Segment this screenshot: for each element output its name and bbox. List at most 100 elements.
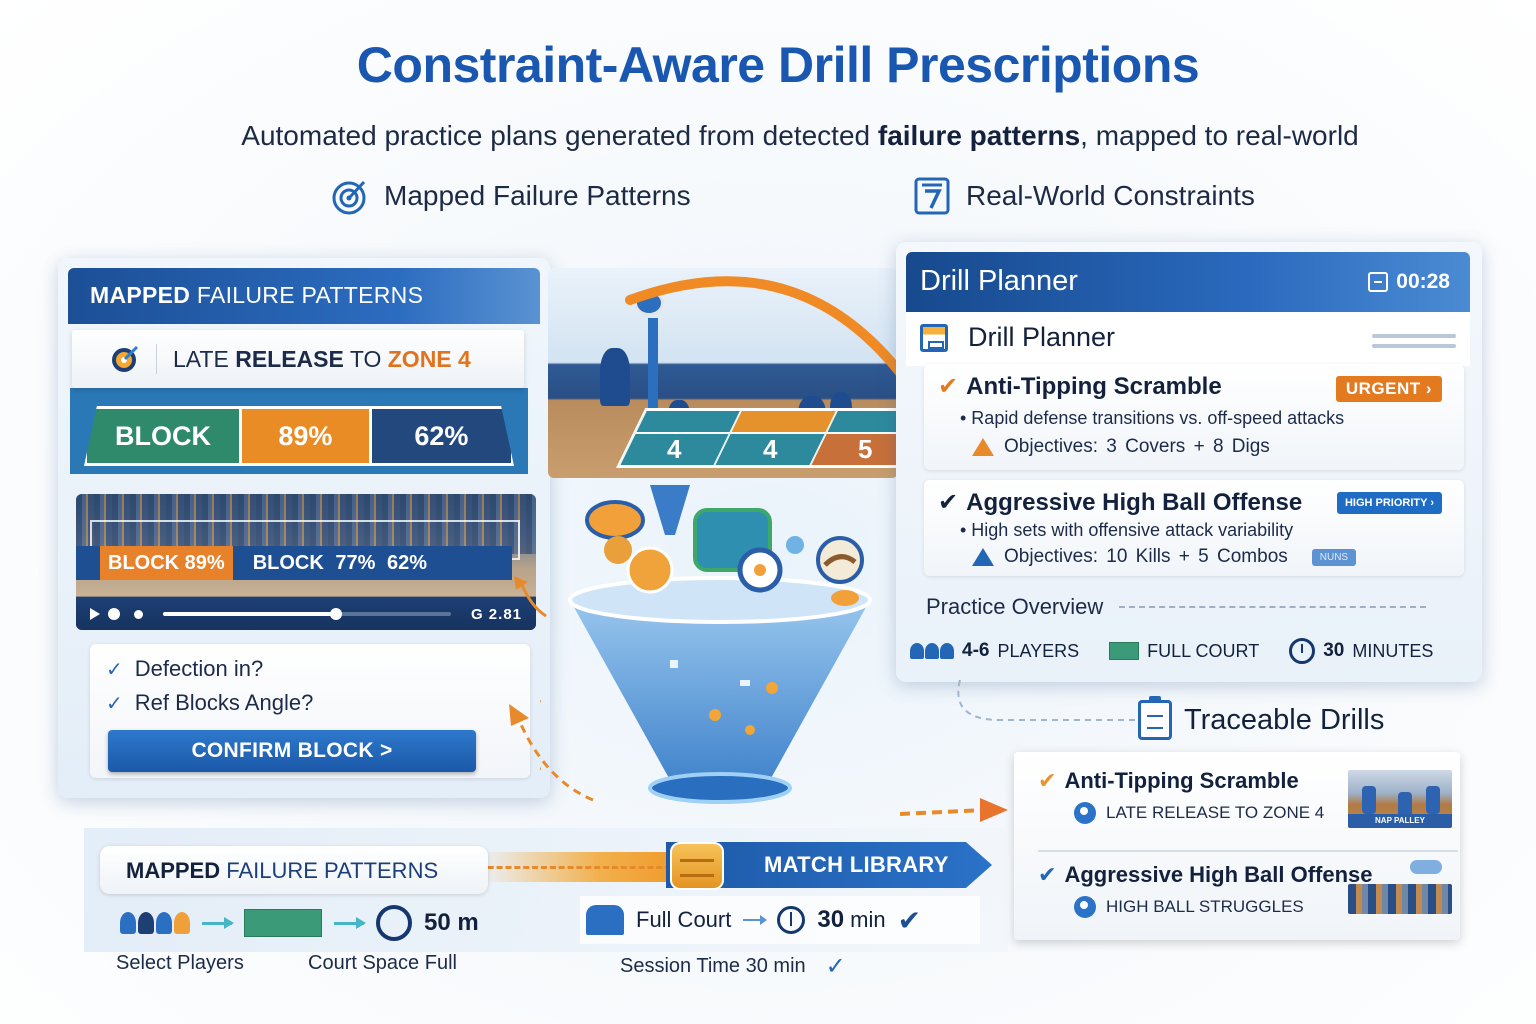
pattern-mid: TO [343, 345, 388, 372]
confirm-block-button[interactable]: CONFIRM BLOCK > [108, 730, 476, 772]
full-court-label: Full Court [636, 907, 732, 932]
traceable-drills-title: Traceable Drills [1184, 703, 1385, 736]
objectives-text: Objectives: 3 Covers + 8 Digs [1004, 436, 1270, 457]
thumbnail-caption: NAP PALLEY [1348, 814, 1452, 828]
zone-number: 4 [762, 434, 778, 464]
objective-icon [972, 438, 994, 456]
pattern-zone: ZONE 4 [387, 345, 471, 372]
constraint-doc-icon [914, 177, 950, 215]
data-funnel-illustration [540, 485, 872, 804]
divider [156, 344, 157, 374]
failure-pattern-text: LATE RELEASE TO ZONE 4 [173, 346, 471, 373]
minutes-value: 30 [1323, 640, 1345, 661]
panel-header: MAPPED FAILURE PATTERNS [68, 268, 540, 324]
seek-progress [163, 612, 333, 616]
session-label-text: Session Time 30 min [620, 955, 806, 977]
check-item-deflection[interactable]: ✓ Defection in? [106, 656, 263, 682]
drill-card-anti-tipping-scramble[interactable]: ✔ Anti-Tipping Scramble URGENT › • Rapid… [924, 364, 1464, 470]
score-block-orange: BLOCK 89% [100, 546, 233, 580]
ball-trajectory-arrow [625, 276, 938, 416]
check-icon: ✔ [1038, 768, 1057, 793]
record-icon[interactable] [108, 608, 120, 620]
legend-label: Real-World Constraints [966, 180, 1255, 211]
video-thumbnail[interactable]: NAP PALLEY [1348, 770, 1452, 828]
trace-title-text: Anti-Tipping Scramble [1064, 768, 1299, 793]
confirmation-checklist: ✓ Defection in? ✓ Ref Blocks Angle? CONF… [90, 644, 530, 778]
court-stats: BLOCK 89% 62% [84, 406, 514, 466]
mapped-failure-patterns-pill[interactable]: MAPPED FAILURE PATTERNS [100, 846, 488, 894]
zone-number: 4 [667, 434, 682, 464]
stopwatch-icon[interactable] [376, 905, 412, 941]
failure-pattern-banner[interactable]: LATE RELEASE TO ZONE 4 [72, 330, 524, 388]
session-unit: min [844, 907, 886, 932]
traceable-drills-header: Traceable Drills [1138, 696, 1385, 740]
menu-icon[interactable] [1372, 334, 1456, 354]
legend-label: Mapped Failure Patterns [384, 180, 691, 211]
drill-description: • High sets with offensive attack variab… [960, 520, 1294, 540]
check-icon: ✓ [825, 953, 846, 980]
select-players-icon[interactable] [120, 912, 190, 934]
pattern-link-icon [1074, 896, 1096, 918]
urgent-badge[interactable]: URGENT › [1335, 376, 1442, 402]
court-cell-secondary-pct[interactable]: 62% [371, 409, 511, 463]
overview-title-text: Practice Overview [926, 594, 1104, 619]
target-icon [112, 345, 139, 372]
high-priority-badge[interactable]: HIGH PRIORITY › [1336, 492, 1442, 514]
extra-badge[interactable]: NUNS [1311, 548, 1357, 566]
player-figure [1426, 786, 1440, 814]
clock-icon [777, 906, 806, 934]
pattern-link-icon [1074, 802, 1096, 824]
court-label: FULL COURT [1147, 640, 1260, 661]
flow-arrow-left [509, 704, 594, 802]
pattern-pre: LATE [173, 345, 236, 372]
play-icon[interactable] [90, 608, 100, 620]
tower-decoration [648, 318, 658, 418]
clock-icon [1289, 638, 1316, 664]
zone-number: 5 [858, 434, 873, 464]
subtitle-text-end: , mapped to real-world [1080, 120, 1359, 151]
court-cell-block[interactable]: BLOCK [87, 409, 242, 463]
drill-card-aggressive-high-ball-offense[interactable]: ✔ Aggressive High Ball Offense HIGH PRIO… [924, 480, 1464, 576]
page-title: Constraint-Aware Drill Prescriptions [356, 37, 1200, 93]
marker-icon[interactable] [134, 609, 143, 619]
court-zone: 5 [809, 433, 898, 466]
player-figure [1398, 792, 1412, 820]
drill-planner-header: Drill Planner 00:28 [906, 252, 1470, 312]
video-crowd [76, 494, 536, 554]
mapped-failure-patterns-panel: MAPPED FAILURE PATTERNS BLOCK 89% 62% LA… [58, 258, 550, 798]
seek-handle[interactable] [330, 608, 343, 620]
drill-planner-panel: Drill Planner 00:28 Drill Planner ✔ Anti… [896, 242, 1482, 682]
minutes-label: MINUTES [1352, 640, 1434, 661]
flow-arrow-right [900, 798, 1008, 822]
divider [1119, 606, 1426, 608]
panel-title-bold: MAPPED [90, 282, 191, 308]
label-court-space: Court Space Full [308, 952, 457, 974]
tag-icon [1410, 860, 1442, 874]
drill-title: ✔ Aggressive High Ball Offense [938, 488, 1302, 517]
match-video-player[interactable]: BLOCK 89% BLOCK 77% 62% G 2.81 [76, 494, 536, 630]
practice-overview: Practice Overview 4-6 PLAYERS FULL COURT… [910, 594, 1466, 664]
legend-real-world-constraints: Real-World Constraints [912, 176, 1255, 216]
seek-bar[interactable] [163, 608, 451, 620]
flow-dash-line [470, 866, 680, 869]
overview-duration: 30 MINUTES [1289, 638, 1433, 664]
check-icon: ✔ [897, 904, 922, 936]
subtitle-bold: failure patterns [877, 120, 1081, 151]
traceable-drill-item[interactable]: ✔ Anti-Tipping Scramble LATE RELEASE TO … [1038, 768, 1458, 824]
traceable-drill-item[interactable]: ✔ Aggressive High Ball Offense HIGH BALL… [1038, 850, 1458, 918]
court-space-icon[interactable] [244, 909, 322, 937]
check-icon: ✓ [106, 658, 123, 681]
drill-planner-subtitle: Drill Planner [968, 322, 1116, 352]
session-timer: 00:28 [1368, 270, 1450, 294]
session-duration: 30 min [817, 906, 885, 934]
drill-title-text: Anti-Tipping Scramble [966, 372, 1222, 400]
overview-stats: 4-6 PLAYERS FULL COURT 30 MINUTES [910, 638, 1466, 664]
check-item-ref-blocks-angle[interactable]: ✓ Ref Blocks Angle? [106, 690, 313, 716]
pattern-bold: RELEASE [235, 345, 344, 372]
video-thumbnail[interactable] [1348, 884, 1452, 914]
planner-doc-icon [920, 324, 948, 352]
trace-tag-text: LATE RELEASE TO ZONE 4 [1106, 803, 1325, 822]
court-cell-primary-pct[interactable]: 89% [242, 409, 372, 463]
traceable-drill-title: ✔ Anti-Tipping Scramble [1038, 768, 1458, 794]
court-icon [1109, 642, 1140, 660]
